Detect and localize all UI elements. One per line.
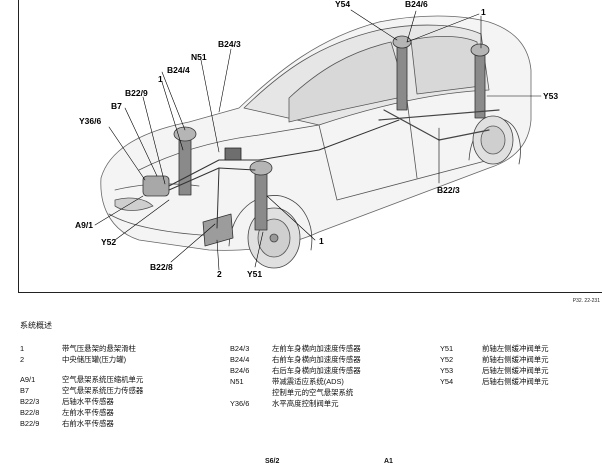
legend-desc: 控制单元的空气悬架系统: [272, 388, 354, 397]
footer-label-left: S6/2: [265, 458, 280, 465]
legend-desc: 右前车身横向加速度传感器: [272, 355, 361, 364]
legend-item: B22/8 左前水平传感器: [20, 407, 143, 418]
callout-y52: Y52: [101, 237, 117, 247]
legend-item: A9/1 空气悬架系统压缩机单元: [20, 374, 143, 385]
legend-item: 2 中央储压罐(压力罐): [20, 354, 143, 365]
callout-n51: N51: [191, 52, 207, 62]
legend-item: Y36/6 水平高度控制阀单元: [230, 398, 361, 409]
legend-desc: 左前车身横向加速度传感器: [272, 344, 361, 353]
legend-column-right: Y51 前轴左侧缓冲阀单元 Y52 前轴右侧缓冲阀单元 Y53 后轴左侧缓冲阀单元 Y…: [440, 343, 549, 387]
legend-code: [230, 387, 272, 398]
legend-code: Y54: [440, 377, 454, 386]
legend-item: B24/6 右后车身横向加速度传感器: [230, 365, 361, 376]
section-title: 系统概述: [20, 321, 52, 330]
footer-label-right: A1: [384, 458, 393, 465]
legend-code: N51: [230, 377, 244, 386]
legend-desc: 前轴右侧缓冲阀单元: [482, 355, 549, 364]
legend-code: B7: [20, 386, 30, 395]
legend-item: B7 空气悬架系统压力传感器: [20, 385, 143, 396]
legend-desc: 水平高度控制阀单元: [272, 399, 339, 408]
callout-a9-1: A9/1: [75, 220, 93, 230]
legend-item: N51 带减震适应系统(ADS): [230, 376, 361, 387]
legend-desc: 左前水平传感器: [62, 408, 114, 417]
legend-code: B22/9: [20, 419, 40, 428]
callout-b24-6: B24/6: [405, 0, 428, 9]
legend-desc: 带减震适应系统(ADS): [272, 377, 344, 386]
legend-code: 2: [20, 355, 25, 364]
callout-b22-3: B22/3: [437, 185, 460, 195]
legend-desc: 后轴右侧缓冲阀单元: [482, 377, 549, 386]
callout-b24-3: B24/3: [218, 39, 241, 49]
legend-code: Y53: [440, 366, 454, 375]
legend-code: B22/3: [20, 397, 40, 406]
callout-y51: Y51: [247, 269, 263, 279]
legend-item: Y54 后轴右侧缓冲阀单元: [440, 376, 549, 387]
legend-item: B22/3 后轴水平传感器: [20, 396, 143, 407]
legend-code: Y51: [440, 344, 454, 353]
legend-desc: 后轴水平传感器: [62, 397, 114, 406]
callout-b24-4: B24/4: [167, 65, 190, 75]
callout-b22-8: B22/8: [150, 262, 173, 272]
callout-1-left: 1: [158, 74, 163, 84]
legend-desc: 带气压悬架的悬架滑柱: [62, 344, 136, 353]
legend-code: Y52: [440, 355, 454, 364]
legend-code: B22/8: [20, 408, 40, 417]
vehicle-illustration: [94, 9, 542, 271]
legend-desc: 中央储压罐(压力罐): [62, 355, 127, 364]
figure-reference: P32. 22-231: [572, 298, 600, 304]
legend-item: Y52 前轴右侧缓冲阀单元: [440, 354, 549, 365]
legend-item: Y53 后轴左侧缓冲阀单元: [440, 365, 549, 376]
callout-1-top: 1: [481, 7, 486, 17]
callout-y53: Y53: [543, 91, 559, 101]
system-diagram: Y54 B24/6 1 Y53 B24/3 N51 B24/4 1 B22/9 …: [18, 0, 602, 293]
legend-code: Y36/6: [230, 399, 250, 408]
legend-code: A9/1: [20, 375, 36, 384]
callout-1-right: 1: [319, 236, 324, 246]
legend-desc: 右前水平传感器: [62, 419, 114, 428]
callout-b22-9: B22/9: [125, 88, 148, 98]
callout-y36-6: Y36/6: [79, 116, 102, 126]
legend-desc: 前轴左侧缓冲阀单元: [482, 344, 549, 353]
callout-2: 2: [217, 269, 222, 279]
legend-code: 1: [20, 344, 25, 353]
legend-item: B22/9 右前水平传感器: [20, 418, 143, 429]
legend-desc: 后轴左侧缓冲阀单元: [482, 366, 549, 375]
legend-item: 控制单元的空气悬架系统: [230, 387, 361, 398]
legend-item: B24/4 右前车身横向加速度传感器: [230, 354, 361, 365]
legend-code: B24/6: [230, 366, 250, 375]
legend-item: 1 带气压悬架的悬架滑柱: [20, 343, 143, 354]
legend-code: B24/3: [230, 344, 250, 353]
legend-code: B24/4: [230, 355, 250, 364]
legend-item: B24/3 左前车身横向加速度传感器: [230, 343, 361, 354]
legend-column-middle: B24/3 左前车身横向加速度传感器 B24/4 右前车身横向加速度传感器 B24/…: [230, 343, 361, 409]
callout-b7: B7: [111, 101, 122, 111]
callout-y54: Y54: [335, 0, 351, 9]
legend-desc: 右后车身横向加速度传感器: [272, 366, 361, 375]
legend-desc: 空气悬架系统压缩机单元: [62, 375, 144, 384]
legend-desc: 空气悬架系统压力传感器: [62, 386, 144, 395]
legend-item: Y51 前轴左侧缓冲阀单元: [440, 343, 549, 354]
